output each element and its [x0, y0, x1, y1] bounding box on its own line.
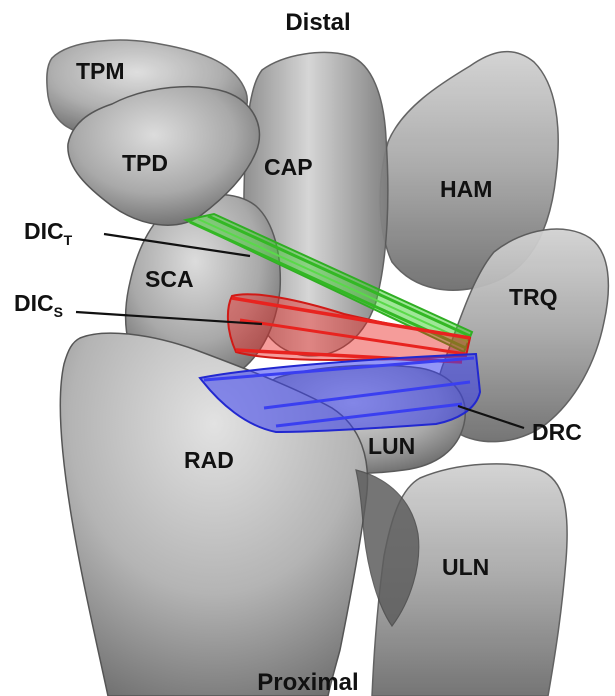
label-dict-sub: T	[64, 232, 73, 248]
label-trq: TRQ	[509, 284, 558, 310]
label-ham: HAM	[440, 176, 492, 202]
label-dics: DICS	[14, 290, 63, 320]
label-dict-main: DIC	[24, 218, 64, 244]
label-rad: RAD	[184, 447, 234, 473]
label-tpm: TPM	[76, 58, 125, 84]
distal-label: Distal	[285, 9, 350, 36]
proximal-label: Proximal	[257, 669, 358, 696]
label-uln: ULN	[442, 554, 489, 580]
label-tpd: TPD	[122, 150, 168, 176]
label-dics-sub: S	[54, 304, 63, 320]
label-sca: SCA	[145, 266, 194, 292]
label-dics-main: DIC	[14, 290, 54, 316]
label-dict: DICT	[24, 218, 73, 248]
label-cap: CAP	[264, 154, 313, 180]
label-drc: DRC	[532, 419, 582, 445]
label-lun: LUN	[368, 433, 415, 459]
